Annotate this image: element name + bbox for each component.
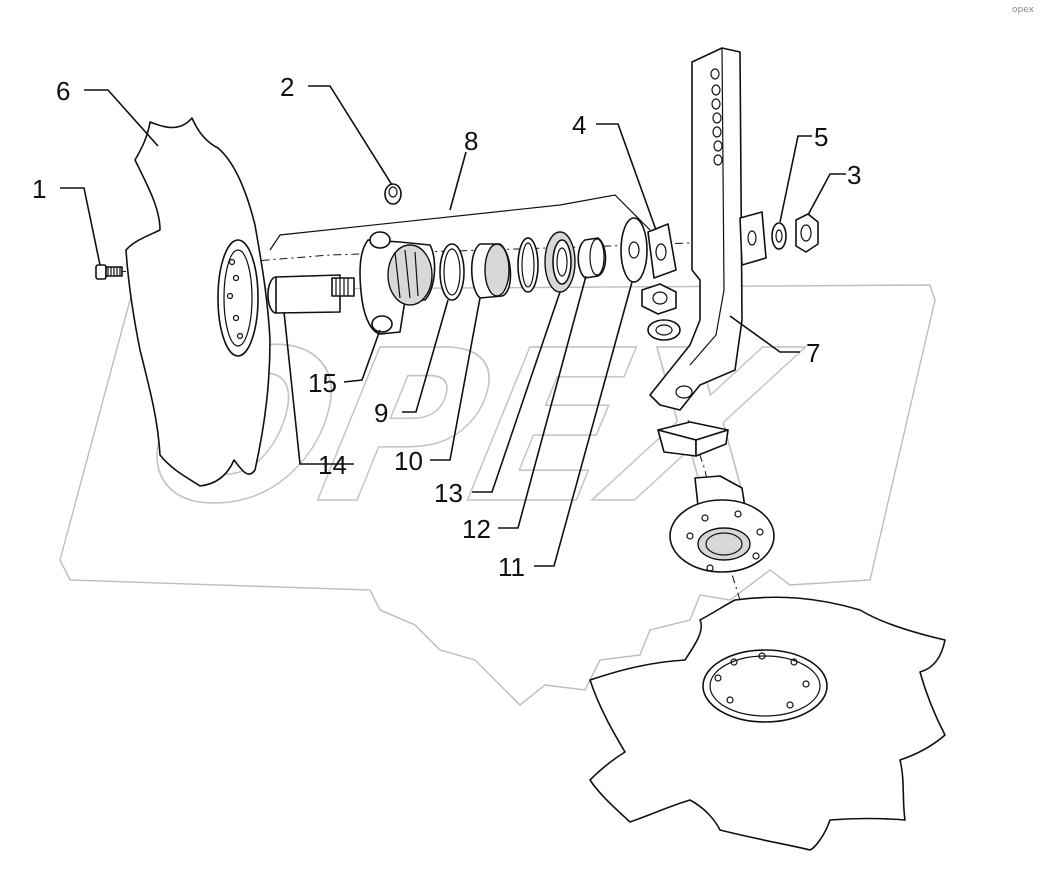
callout-11: 11	[498, 552, 525, 582]
callout-5: 5	[814, 122, 828, 152]
callout-4: 4	[572, 110, 586, 140]
leader-8	[449, 151, 467, 211]
callout-7: 7	[806, 338, 820, 368]
leader-6	[84, 89, 159, 147]
callout-12: 12	[462, 514, 491, 544]
callout-2: 2	[280, 72, 294, 102]
disc-left-hub-plate	[217, 239, 259, 357]
leader-11	[534, 281, 633, 567]
washer-part-5	[771, 222, 787, 250]
callout-8: 8	[464, 126, 478, 156]
callout-13: 13	[434, 478, 463, 508]
washer-large	[620, 217, 648, 283]
callout-14: 14	[318, 450, 347, 480]
callout-6: 6	[56, 76, 70, 106]
callout-15: 15	[308, 368, 337, 398]
corner-logo-mark: opex	[1012, 5, 1035, 15]
disc-left-outline	[125, 117, 271, 487]
callout-3: 3	[847, 160, 861, 190]
leader-1	[60, 187, 101, 266]
callout-1: 1	[32, 174, 46, 204]
disc-lower	[589, 596, 946, 851]
hub-part-15	[359, 231, 436, 335]
shank-arm-part-7	[649, 47, 743, 411]
side-plate	[739, 211, 767, 266]
watermark-gear-outline	[59, 284, 936, 706]
leader-13	[472, 291, 561, 493]
leader-10	[430, 297, 481, 461]
leader-7	[729, 315, 800, 353]
nut-lower	[641, 283, 681, 341]
bolt-part-1	[95, 264, 123, 280]
clamp-plate-part-4	[647, 223, 677, 279]
leader-4	[596, 123, 657, 231]
callout-9: 9	[374, 398, 388, 428]
disc-left-hub-ring	[223, 249, 253, 347]
leader-9	[402, 299, 449, 413]
leader-15	[343, 329, 381, 383]
leader-12	[498, 275, 587, 529]
bracket-frame-part-8	[269, 194, 651, 251]
callout-labels: 1 2 3 4 5 6 7 8 9 10 11 12 13 14 15	[32, 72, 861, 582]
snap-ring-part-13	[517, 237, 539, 293]
spacer-part-11	[577, 237, 607, 279]
leader-3	[807, 173, 846, 216]
callout-10: 10	[394, 446, 423, 476]
seal-part-12	[544, 231, 576, 293]
bearing-part-10	[470, 243, 512, 299]
hub-assembly-lower	[669, 475, 775, 573]
disc-left	[125, 117, 271, 487]
leader-14	[283, 311, 354, 465]
leader-2	[308, 85, 393, 186]
leader-5	[779, 135, 812, 223]
bracket-plate-lower	[657, 421, 729, 457]
cap-part-2	[384, 183, 402, 205]
nut-part-3	[795, 213, 819, 253]
leader-lines	[60, 85, 846, 567]
axle-shaft-part-14	[267, 274, 355, 314]
snap-ring-part-9	[439, 243, 465, 301]
